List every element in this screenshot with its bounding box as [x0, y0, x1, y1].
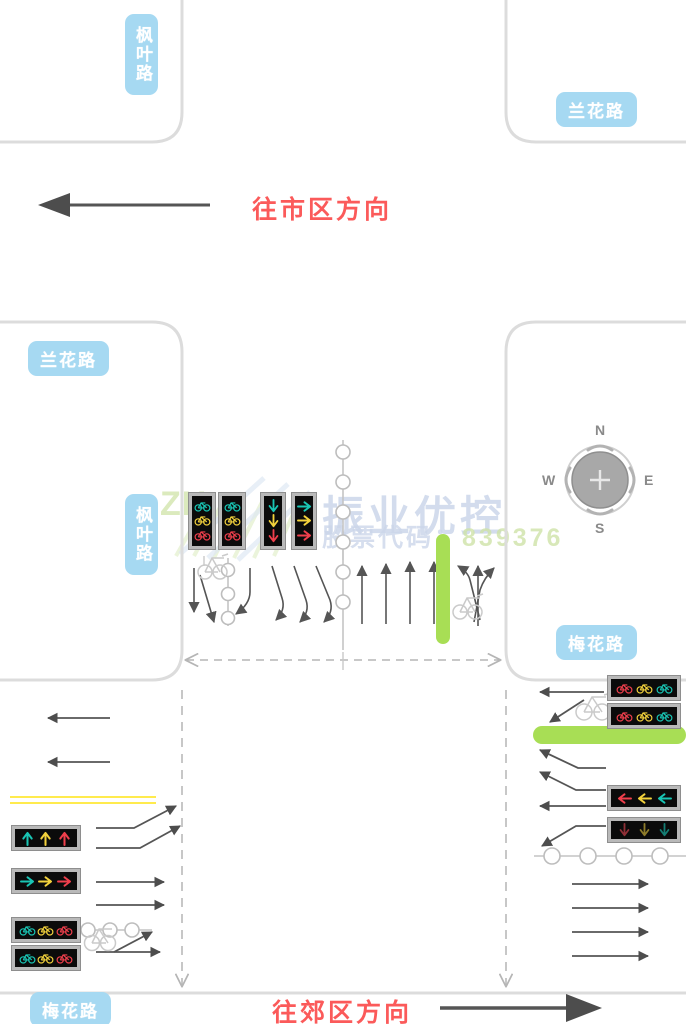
lamp-green-arrow-down — [658, 822, 671, 837]
lane-arrows-southbound — [188, 565, 336, 624]
signal-eb-bike-2[interactable] — [608, 704, 680, 728]
dimension-line — [186, 652, 500, 670]
road-label-fengye-mid: 枫叶路 — [125, 494, 158, 575]
median-refuge-left — [220, 558, 236, 626]
compass-rose: N S W E — [540, 420, 660, 540]
road-label-text: 兰花路 — [40, 351, 97, 370]
lamp-yellow-bicycle — [636, 710, 653, 723]
bicycle-pictogram-lower-left — [83, 928, 117, 952]
lamp-yellow-arrow-down — [267, 513, 280, 528]
lamp-red-arrow-right — [296, 529, 312, 542]
road-label-fengye-top: 枫叶路 — [125, 14, 158, 95]
lamp-green-arrow-up — [21, 831, 34, 846]
lamp-red-arrow-down — [267, 528, 280, 543]
direction-banner-to-city: 往市区方向 — [252, 196, 393, 224]
to-city-arrow — [38, 193, 210, 217]
lamp-red-arrow-right — [57, 875, 72, 888]
road-label-text: 枫叶路 — [132, 26, 152, 83]
lamp-red-arrow-down — [618, 822, 631, 837]
road-label-meihua-right: 梅花路 — [556, 625, 637, 660]
bicycle-pictogram-lower-right — [575, 692, 612, 721]
lamp-green-arrow-right — [296, 500, 312, 513]
lamp-yellow-arrow-right — [296, 514, 312, 527]
lamp-red-arrow-left — [617, 792, 632, 805]
bicycle-pictogram-center-right — [452, 593, 484, 620]
signal-eb-through[interactable] — [608, 818, 680, 842]
signal-wb-bike-1[interactable] — [12, 918, 80, 942]
road-label-meihua-bottom: 梅花路 — [30, 992, 111, 1024]
lamp-red-bicycle — [194, 529, 211, 542]
signal-nb-through[interactable] — [261, 493, 285, 549]
median-refuge-lower-left — [74, 922, 152, 938]
signal-nb-bike-2[interactable] — [219, 493, 245, 549]
signal-wb-through[interactable] — [12, 826, 80, 850]
bicycle-pictogram-center-left — [197, 553, 229, 580]
lamp-yellow-bicycle — [37, 952, 54, 965]
lamp-green-bicycle — [19, 952, 36, 965]
to-suburbs-arrow — [440, 994, 602, 1022]
lamp-green-bicycle — [224, 500, 241, 513]
compass-label-north: N — [595, 422, 606, 438]
lamp-red-bicycle — [616, 682, 633, 695]
lamp-yellow-arrow-right — [38, 875, 53, 888]
lamp-yellow-arrow-up — [39, 831, 52, 846]
lamp-yellow-arrow-left — [637, 792, 652, 805]
lamp-green-arrow-down — [267, 499, 280, 513]
road-label-text: 枫叶路 — [132, 506, 152, 563]
lamp-green-bicycle — [656, 710, 673, 723]
signal-eb-left[interactable] — [608, 786, 680, 810]
signal-wb-right[interactable] — [12, 869, 80, 893]
signal-nb-right[interactable] — [292, 493, 316, 549]
lamp-red-bicycle — [224, 529, 241, 542]
signal-wb-bike-2[interactable] — [12, 946, 80, 970]
signal-eb-bike-1[interactable] — [608, 676, 680, 700]
lamp-red-arrow-up — [58, 831, 71, 846]
lamp-yellow-bicycle — [636, 682, 653, 695]
centre-line-yellow-b — [10, 802, 156, 804]
median-refuge-lower-right — [534, 847, 686, 865]
road-label-lanhua-midleft: 兰花路 — [28, 341, 109, 376]
median-refuge-center — [335, 440, 351, 650]
road-label-text: 梅花路 — [42, 1002, 99, 1021]
centre-line-yellow-a — [10, 796, 156, 798]
compass-label-east: E — [644, 472, 654, 488]
road-label-text: 梅花路 — [568, 635, 625, 654]
lamp-yellow-arrow-down — [638, 822, 651, 837]
lamp-red-bicycle — [616, 710, 633, 723]
lamp-green-bicycle — [656, 682, 673, 695]
lamp-yellow-bicycle — [224, 514, 241, 527]
lamp-green-bicycle — [194, 500, 211, 513]
lane-arrows-northbound — [356, 560, 440, 624]
bike-lane-bar-right — [533, 726, 686, 744]
lamp-red-bicycle — [56, 952, 73, 965]
lamp-yellow-bicycle — [194, 514, 211, 527]
signal-nb-bike-1[interactable] — [189, 493, 215, 549]
lane-arrows-right-merge — [457, 564, 495, 626]
lamp-red-bicycle — [56, 924, 73, 937]
road-label-lanhua-topright: 兰花路 — [556, 92, 637, 127]
direction-banner-to-suburbs: 往郊区方向 — [272, 999, 413, 1024]
lamp-yellow-bicycle — [37, 924, 54, 937]
watermark-title: 振业优控 — [322, 493, 507, 540]
road-label-text: 兰花路 — [568, 102, 625, 121]
bike-lane-bar-center — [436, 534, 450, 644]
compass-label-west: W — [542, 472, 556, 488]
lamp-green-arrow-right — [19, 875, 35, 888]
lamp-green-arrow-left — [657, 792, 672, 805]
compass-label-south: S — [595, 520, 605, 536]
lamp-green-bicycle — [19, 924, 36, 937]
